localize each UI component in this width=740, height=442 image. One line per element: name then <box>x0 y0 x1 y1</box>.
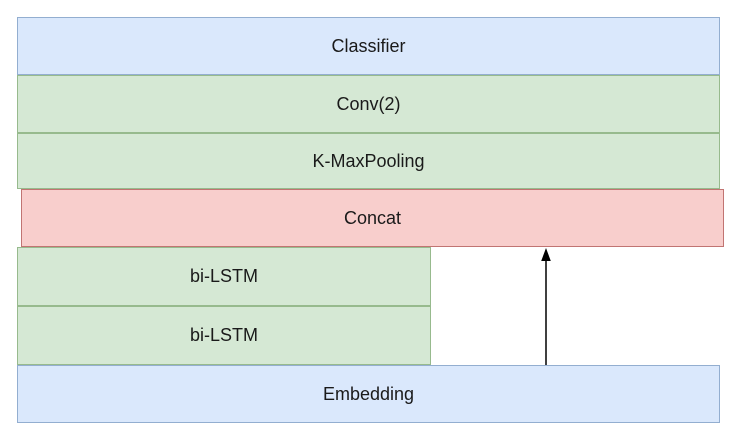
node-classifier-label: Classifier <box>331 35 406 56</box>
node-kmaxpooling: K-MaxPooling <box>17 133 720 189</box>
node-bilstm-2: bi-LSTM <box>17 306 431 365</box>
node-concat-label: Concat <box>343 207 402 228</box>
node-bilstm-1-label: bi-LSTM <box>189 266 258 286</box>
node-classifier: Classifier <box>17 17 720 75</box>
node-kmaxpooling-label: K-MaxPooling <box>312 150 425 171</box>
node-conv-label: Conv(2) <box>336 93 401 114</box>
embedding-to-concat-arrow <box>536 247 556 366</box>
node-embedding-label: Embedding <box>322 383 415 404</box>
node-embedding: Embedding <box>17 365 720 423</box>
node-concat: Concat <box>21 189 724 247</box>
node-bilstm-1: bi-LSTM <box>17 247 431 306</box>
node-conv: Conv(2) <box>17 75 720 133</box>
up-arrow-icon <box>541 248 551 365</box>
node-bilstm-2-label: bi-LSTM <box>189 325 258 345</box>
